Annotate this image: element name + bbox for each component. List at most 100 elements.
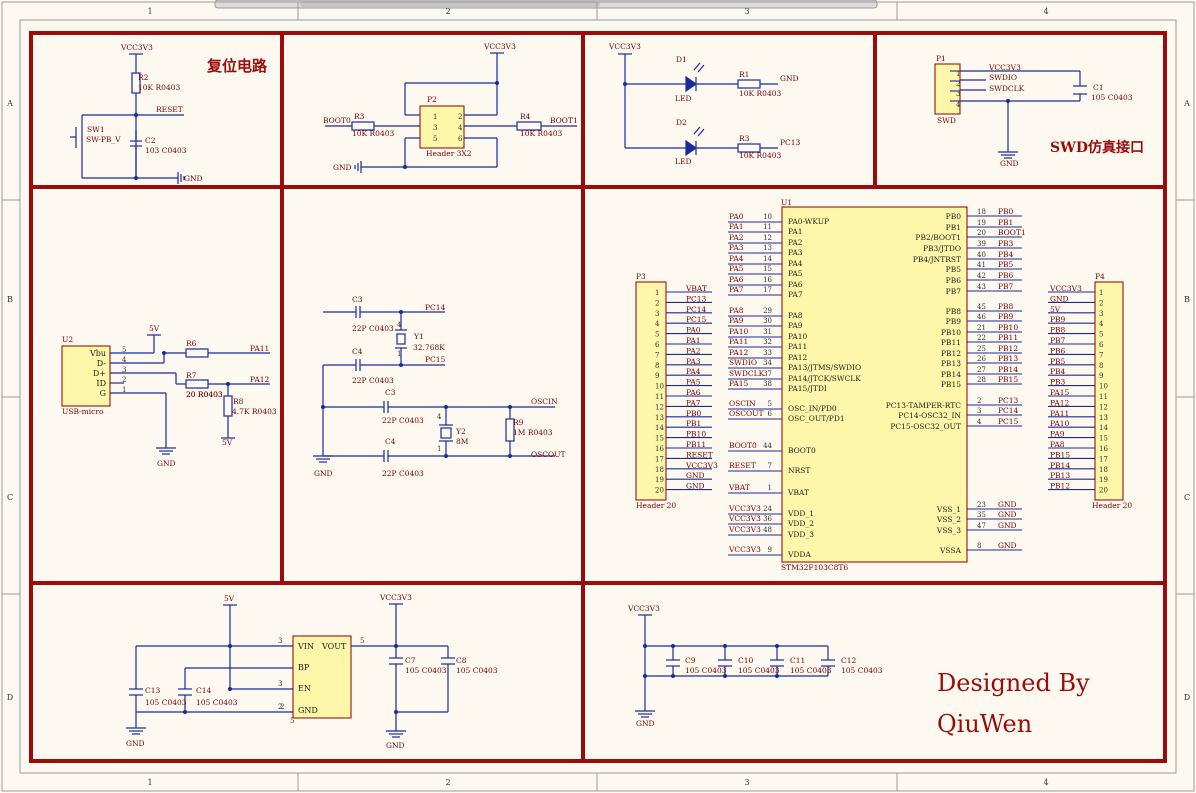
zone-row-label: C <box>1184 493 1190 502</box>
crystal-y1 <box>396 333 406 345</box>
schematic-label: P2 <box>427 95 437 104</box>
schematic-label: VCC3V3 <box>627 604 660 613</box>
p3-pin-number: 1 <box>655 289 659 297</box>
schematic-label: Y1 <box>413 332 424 341</box>
u1-pin-number: 20 <box>977 229 986 237</box>
schematic-label: R3 <box>354 112 365 121</box>
zone-col-label: 1 <box>147 7 152 16</box>
schematic-label: GND <box>780 74 799 83</box>
schematic-label: SWDCLK <box>989 84 1025 93</box>
u1-pin-name: BOOT0 <box>788 446 816 455</box>
u2-pin-name: G <box>100 389 106 398</box>
pin-number: 5 <box>360 637 364 645</box>
u1-pin-name: PB12 <box>941 349 961 358</box>
pin-number: 3 <box>278 680 282 688</box>
p3-net-label: PC15 <box>686 315 707 324</box>
u1-pin-number: 7 <box>768 462 772 470</box>
top-scrollbar[interactable] <box>214 0 878 9</box>
schematic-label: STM32F103C8T6 <box>781 563 848 572</box>
mcu-u1-body <box>781 206 968 563</box>
p4-pin-number: 9 <box>1099 372 1103 380</box>
schematic-label: C2 <box>145 136 156 145</box>
u1-net-label: OSCIN <box>729 399 756 408</box>
pin-number: 1 <box>437 445 441 453</box>
pin-number: 5 <box>433 135 437 143</box>
schematic-label: VCC3V3 <box>608 42 641 51</box>
resistor-r1 <box>737 79 761 89</box>
u1-pin-number: 23 <box>977 501 986 509</box>
resistor-r8 <box>223 395 233 417</box>
u1-pin-number: 15 <box>763 265 772 273</box>
pin-number: 3 <box>956 90 960 98</box>
p3-pin-number: 14 <box>655 424 664 432</box>
u1-pin-number: 35 <box>977 511 986 519</box>
p4-pin-number: 17 <box>1099 455 1108 463</box>
reg-pin-name: BP <box>298 663 310 672</box>
pin-number: 1 <box>122 386 126 394</box>
p4-net-label: PA15 <box>1050 388 1070 397</box>
schematic-label: GND <box>314 469 333 478</box>
p4-pin-number: 18 <box>1099 466 1108 474</box>
u1-pin-name: VSSA <box>939 546 962 555</box>
u1-pin-name: OSC_IN/PD0 <box>788 404 837 413</box>
u1-net-label: PA15 <box>729 379 749 388</box>
u1-net-label: PA9 <box>729 316 744 325</box>
p3-net-label: VBAT <box>685 284 707 293</box>
u1-net-label: PA6 <box>729 275 744 284</box>
u1-pin-name: PB1 <box>946 223 961 232</box>
u1-net-label: PA4 <box>729 254 744 263</box>
u1-net-label: PB1 <box>998 218 1013 227</box>
regulator-body <box>292 635 352 719</box>
u1-net-label: PA7 <box>729 285 744 294</box>
schematic-label: R9 <box>513 418 524 427</box>
p3-pin-number: 7 <box>655 351 659 359</box>
u1-net-label: BOOT0 <box>729 441 757 450</box>
u1-net-label: PB3 <box>998 239 1014 248</box>
p3-pin-number: 10 <box>655 383 664 391</box>
p4-pin-number: 7 <box>1099 351 1103 359</box>
u1-pin-number: 41 <box>977 261 986 269</box>
schematic-label: R3 <box>739 134 750 143</box>
p4-net-label: PB12 <box>1050 482 1070 491</box>
u1-net-label: VBAT <box>728 483 750 492</box>
p1-pins <box>950 70 960 102</box>
resistor-r3 <box>351 121 375 131</box>
schematic-label: D2 <box>676 118 687 127</box>
p4-net-label: PA10 <box>1050 419 1070 428</box>
schematic-label: 105 C0403 <box>196 698 238 707</box>
u1-pin-name: PA11 <box>788 342 807 351</box>
schematic-label: VCC3V3 <box>483 42 516 51</box>
u1-pin-name: OSC_OUT/PD1 <box>788 414 845 423</box>
usb-u2-body <box>61 345 111 407</box>
reset-section-title: 复位电路 <box>206 57 268 75</box>
p3-net-label: PA4 <box>686 367 701 376</box>
u1-right-pins: PB018PB0PB119PB1BOOT120PB2/BOOT1PB339PB3… <box>886 207 1026 555</box>
u1-pin-name: PB7 <box>946 287 962 296</box>
u1-pin-number: 9 <box>768 546 772 554</box>
u1-pin-number: 39 <box>977 240 986 248</box>
schematic-label: 105 C0403 <box>841 666 883 675</box>
p3-pin-number: 16 <box>655 445 664 453</box>
schematic-label: GND <box>126 739 145 748</box>
p3-pin-number: 5 <box>655 331 659 339</box>
zone-labels: 1 2 3 4 1 2 3 4 A B C D A B C D <box>6 7 1190 787</box>
zone-row-label: B <box>1184 295 1190 304</box>
swd-section-title: SWD仿真接口 <box>1050 139 1144 156</box>
resistor-r4 <box>516 121 542 131</box>
pin-number: 4 <box>122 356 127 364</box>
u1-pin-number: 4 <box>977 418 982 426</box>
schematic-label: 5V <box>224 594 235 603</box>
p3-pin-number: 6 <box>655 341 660 349</box>
resistor-r2 <box>131 72 141 94</box>
pin-number: 2 <box>956 80 960 88</box>
u1-pin-number: 1 <box>768 484 772 492</box>
p3-net-label: PA5 <box>686 378 701 387</box>
p3-net-label: PB11 <box>686 440 706 449</box>
part-bodies <box>61 63 1124 719</box>
u1-net-label: PA2 <box>729 233 744 242</box>
schematic-label: Header 3X2 <box>426 149 472 158</box>
schematic-label: OSCOUT <box>531 450 566 459</box>
u1-net-label: PB6 <box>998 271 1014 280</box>
resistor-r3b <box>737 143 761 153</box>
